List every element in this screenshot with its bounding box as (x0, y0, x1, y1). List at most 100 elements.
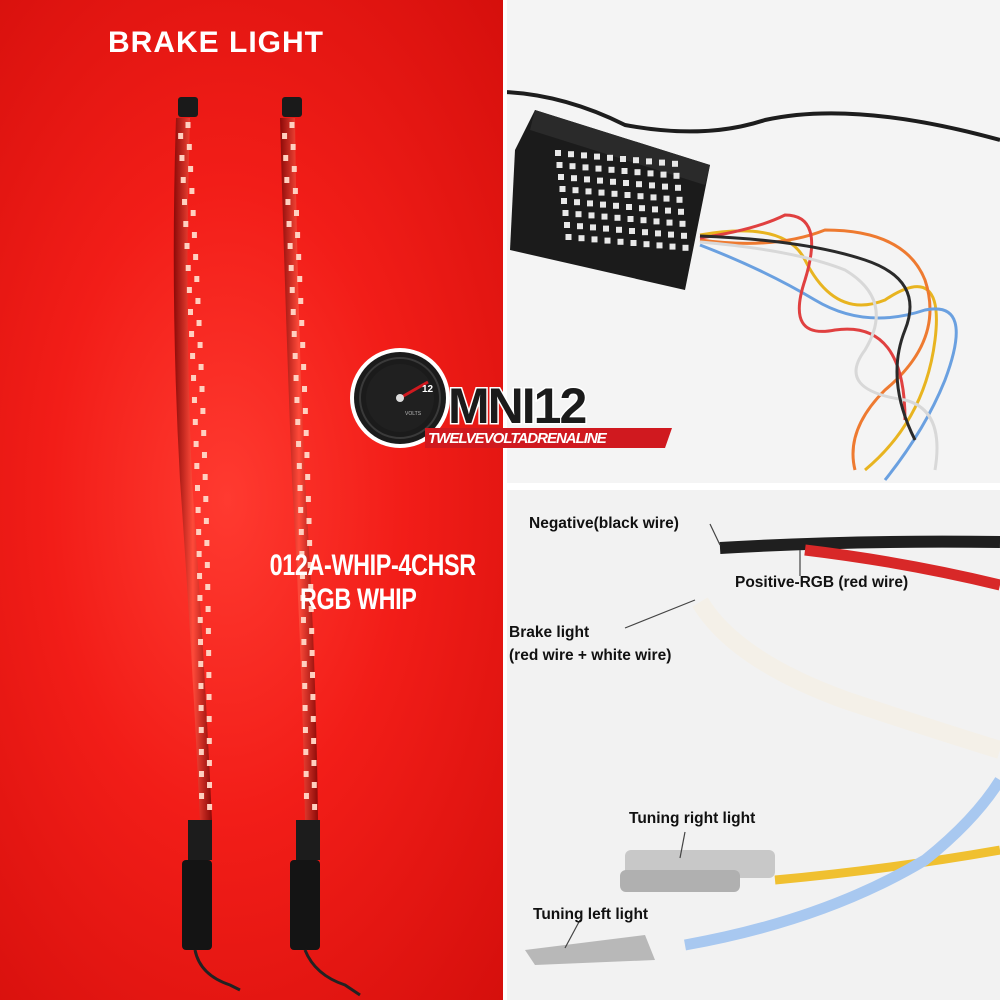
vent-hole (662, 183, 668, 190)
controller-box (510, 110, 710, 290)
led-dot (196, 529, 202, 535)
led-dot (195, 507, 201, 513)
led-dot (202, 474, 208, 480)
led-dot (197, 342, 203, 348)
vent-hole (665, 207, 671, 214)
vent-hole (582, 164, 589, 171)
led-dot (298, 298, 304, 304)
wiring-photo: Negative(black wire) Positive-RGB (red w… (505, 490, 1000, 1000)
wire-bundle (699, 213, 958, 481)
vent-hole (591, 236, 598, 243)
led-dot (302, 386, 308, 392)
vent-hole (588, 212, 595, 219)
part-number: 012A-WHIP-4CHSR (269, 549, 476, 582)
led-dot (303, 793, 309, 799)
led-dot (304, 452, 310, 458)
led-dot (291, 166, 297, 172)
vent-hole (637, 193, 644, 200)
vent-hole (598, 189, 605, 196)
vent-hole (584, 176, 590, 183)
led-dot (292, 188, 298, 194)
led-dot (206, 672, 212, 678)
brake-light-photo: BRAKE LIGHT 012A-WHIP-4CHSR RGB WHIP (0, 0, 505, 1000)
led-dot (203, 496, 209, 502)
led-dot (200, 408, 206, 414)
led-dot (305, 474, 311, 480)
vent-hole (581, 152, 587, 159)
vent-hole (660, 171, 667, 178)
controller-photo (505, 0, 1000, 483)
vent-hole (569, 163, 576, 170)
vent-hole (627, 216, 634, 222)
led-dot (310, 694, 316, 700)
tuning-left-label: Tuning left light (533, 906, 649, 923)
vent-hole (608, 166, 615, 173)
led-dot (300, 595, 306, 601)
vent-hole (659, 159, 665, 166)
led-dot (179, 155, 185, 161)
led-dot (301, 639, 307, 645)
vent-hole (652, 206, 658, 213)
led-dot (289, 122, 295, 128)
led-dot (191, 375, 197, 381)
vent-hole (672, 160, 678, 167)
vent-hole (640, 217, 647, 224)
led-dot (307, 540, 313, 546)
vent-hole (556, 162, 563, 168)
led-dot (312, 804, 318, 810)
led-dot (198, 771, 204, 777)
vent-hole (624, 192, 631, 198)
vent-hole (568, 151, 574, 158)
led-dot (186, 287, 192, 293)
led-dot (299, 573, 305, 579)
vent-hole (650, 194, 657, 201)
whip-light-right (280, 97, 361, 997)
vent-hole (673, 172, 680, 179)
led-dot (295, 419, 301, 425)
led-dot (185, 122, 191, 128)
led-dot (289, 287, 295, 293)
led-dot (284, 177, 290, 183)
vent-hole (607, 154, 613, 161)
vent-hole (676, 196, 683, 203)
led-dot (286, 221, 292, 227)
vent-hole (643, 241, 650, 248)
led-dot (296, 463, 302, 469)
led-dot (185, 265, 191, 271)
led-dot (302, 727, 308, 733)
vent-hole (633, 157, 639, 164)
vent-hole (558, 174, 564, 180)
vent-hole (594, 153, 600, 160)
led-dot (189, 188, 195, 194)
led-dot (192, 419, 198, 425)
led-dot (198, 749, 204, 755)
led-dot (188, 166, 194, 172)
led-dot (204, 562, 210, 568)
led-dot (205, 628, 211, 634)
brake-wire-label-line1: Brake light (509, 624, 590, 641)
vent-hole (630, 240, 637, 246)
vent-hole (634, 169, 641, 176)
vent-hole (574, 199, 580, 206)
led-dot (296, 441, 302, 447)
vent-hole (601, 213, 608, 220)
led-dot (196, 551, 202, 557)
controller-graphic (505, 90, 1000, 481)
vent-hole (629, 228, 635, 234)
led-dot (193, 441, 199, 447)
led-dot (205, 606, 211, 612)
led-dot (178, 133, 184, 139)
positive-wire-label: Positive-RGB (red wire) (735, 574, 909, 591)
vent-hole (610, 178, 616, 185)
led-dot (205, 584, 211, 590)
led-dot (297, 485, 303, 491)
led-dot (198, 661, 204, 667)
led-dot (198, 364, 204, 370)
led-dot (299, 320, 305, 326)
led-dot (291, 331, 297, 337)
vent-hole (616, 226, 622, 233)
led-dot (194, 463, 200, 469)
led-dot (182, 199, 188, 205)
vent-hole (559, 186, 566, 192)
led-dot (294, 397, 300, 403)
